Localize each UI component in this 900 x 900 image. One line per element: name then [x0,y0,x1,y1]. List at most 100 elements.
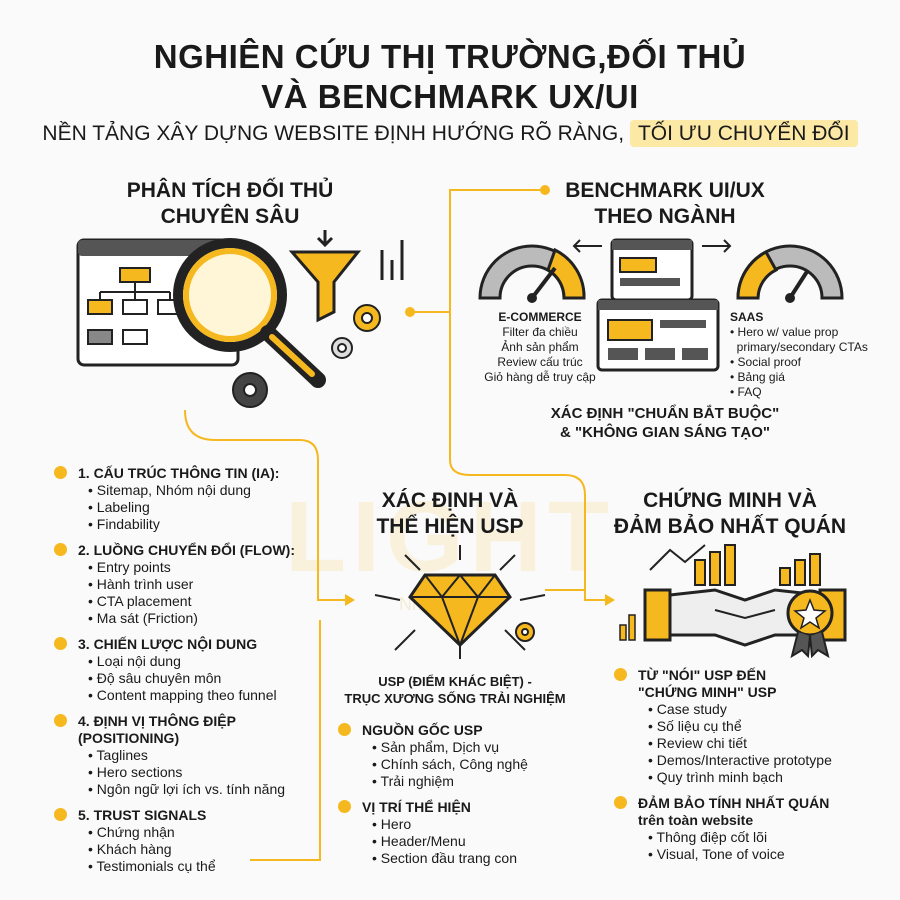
usp-source-group: NGUỒN GỐC USP Sản phẩm, Dịch vụ Chính sá… [338,722,592,790]
list-item: • Bảng giá [730,370,785,384]
usp-title: XÁC ĐỊNH VÀ THỂ HIỆN USP [330,488,570,540]
browser-window-front-icon [596,298,720,372]
benchmark-title-line1: BENCHMARK UI/UX [565,179,765,202]
list-item: Loại nội dung [78,653,338,670]
proof-group-2: ĐẢM BẢO TÍNH NHẤT QUÁN trên toàn website… [614,795,888,863]
arrow-right-icon [702,239,732,253]
bullet-dot [54,808,67,821]
bullet-dot [338,800,351,813]
bullet-dot [338,723,351,736]
list-item: Testimonials cụ thể [78,858,338,875]
list-item: Ảnh sản phẩm [501,340,579,354]
list-item: Content mapping theo funnel [78,687,338,704]
funnel-icon [288,230,362,323]
list-item: Findability [78,516,338,533]
award-badge-icon [786,589,834,658]
benchmark-illustration [478,238,844,372]
list-item: Chính sách, Công nghệ [362,756,592,773]
competitor-group-4: 4. ĐỊNH VỊ THÔNG ĐIỆP (POSITIONING) Tagl… [54,713,338,798]
stacked-bars-icon [619,614,636,641]
page-title-line1: NGHIÊN CỨU THỊ TRƯỜNG,ĐỐI THỦ [153,38,747,75]
list-item: primary/secondary CTAs [736,340,868,354]
list-item: Số liệu cụ thể [638,718,888,735]
bullet-dot [54,714,67,727]
list-item: Độ sâu chuyên môn [78,670,338,687]
benchmark-standard: XÁC ĐỊNH "CHUẨN BẮT BUỘC" & "KHÔNG GIAN … [550,405,780,441]
gear-icon [353,304,381,332]
usp-position-group: VỊ TRÍ THỂ HIỆN Hero Header/Menu Section… [338,799,592,867]
arrow-left-icon [572,239,602,253]
trend-chart-icon [694,544,821,586]
list-item: Hero [362,816,592,833]
list-item: Labeling [78,499,338,516]
list-item: CTA placement [78,593,338,610]
saas-block: SAAS • Hero w/ value prop primary/second… [730,310,890,400]
list-item: Quy trình minh bạch [638,769,888,786]
list-item: Taglines [78,747,338,764]
list-item: Trải nghiệm [362,773,592,790]
usp-title-line1: XÁC ĐỊNH VÀ [381,489,519,512]
list-item: Thông điệp cốt lõi [638,829,888,846]
competitor-group-5: 5. TRUST SIGNALS Chứng nhận Khách hàng T… [54,807,338,875]
competitor-group-1: 1. CẤU TRÚC THÔNG TIN (IA): Sitemap, Nhó… [54,465,338,533]
benchmark-title-line2: THEO NGÀNH [594,205,736,228]
ecommerce-block: E-COMMERCE Filter đa chiều Ảnh sản phẩm … [470,310,610,385]
gear-small-icon [331,337,353,359]
subtitle: NỀN TẢNG XÂY DỰNG WEBSITE ĐỊNH HƯỚNG RÕ … [0,120,900,147]
bullet-dot [614,668,627,681]
competitor-illustration [76,230,404,408]
ecommerce-label: E-COMMERCE [498,310,582,324]
browser-window-top-icon [610,238,694,302]
page-title-line2: VÀ BENCHMARK UX/UI [261,78,639,115]
list-item: Ngôn ngữ lợi ích vs. tính năng [78,781,338,798]
list-item: Section đầu trang con [362,850,592,867]
competitor-title-line1: PHÂN TÍCH ĐỐI THỦ [126,179,334,202]
list-item: Khách hàng [78,841,338,858]
usp-title-line2: THỂ HIỆN USP [376,515,524,538]
bullet-dot [54,637,67,650]
competitor-title-line2: CHUYÊN SÂU [160,205,300,228]
gear-usp-icon [515,622,535,642]
bar-chart-icon [380,240,404,280]
list-item: • FAQ [730,385,762,399]
competitor-group-2: 2. LUỒNG CHUYỂN ĐỔI (FLOW): Entry points… [54,542,338,627]
list-item: Sitemap, Nhóm nội dung [78,482,338,499]
list-item: Chứng nhận [78,824,338,841]
proof-group-1: TỪ "NÓI" USP ĐẾN "CHỨNG MINH" USP Case s… [614,667,888,786]
usp-list: NGUỒN GỐC USP Sản phẩm, Dịch vụ Chính sá… [338,722,592,876]
list-item: Case study [638,701,888,718]
subtitle-main: NỀN TẢNG XÂY DỰNG WEBSITE ĐỊNH HƯỚNG RÕ … [42,122,625,145]
list-item: • Hero w/ value prop [730,325,839,339]
benchmark-title: BENCHMARK UI/UX THEO NGÀNH [540,178,790,230]
bullet-dot [54,466,67,479]
proof-title-line2: ĐẢM BẢO NHẤT QUÁN [613,515,847,538]
list-item: Filter đa chiều [502,325,578,339]
list-item: Hero sections [78,764,338,781]
usp-caption: USP (ĐIỂM KHÁC BIỆT) - TRỤC XƯƠNG SỐNG T… [344,674,566,706]
subtitle-highlight: TỐI ƯU CHUYỂN ĐỔI [629,120,858,147]
gauge-right-icon [736,244,844,303]
gauge-left-icon [478,244,586,303]
saas-label: SAAS [730,310,764,324]
list-item: Visual, Tone of voice [638,846,888,863]
list-item: Ma sát (Friction) [78,610,338,627]
competitor-group-3: 3. CHIẾN LƯỢC NỘI DUNG Loại nội dung Độ … [54,636,338,704]
list-item: Header/Menu [362,833,592,850]
list-item: • Social proof [730,355,801,369]
list-item: Review cấu trúc [497,355,583,369]
competitor-list: 1. CẤU TRÚC THÔNG TIN (IA): Sitemap, Nhó… [54,465,338,884]
bullet-dot [614,796,627,809]
proof-list: TỪ "NÓI" USP ĐẾN "CHỨNG MINH" USP Case s… [614,667,888,872]
competitor-title: PHÂN TÍCH ĐỐI THỦ CHUYÊN SÂU [110,178,350,230]
diamond-icon [408,573,512,648]
list-item: Giỏ hàng dễ truy cập [484,370,596,384]
list-item: Review chi tiết [638,735,888,752]
bullet-dot [54,543,67,556]
list-item: Demos/Interactive prototype [638,752,888,769]
gear-dark-icon [232,372,268,408]
proof-title-line1: CHỨNG MINH VÀ [643,489,817,512]
list-item: Sản phẩm, Dịch vụ [362,739,592,756]
magnifier-icon [173,238,326,388]
diamond-illustration [374,545,546,659]
list-item: Entry points [78,559,338,576]
